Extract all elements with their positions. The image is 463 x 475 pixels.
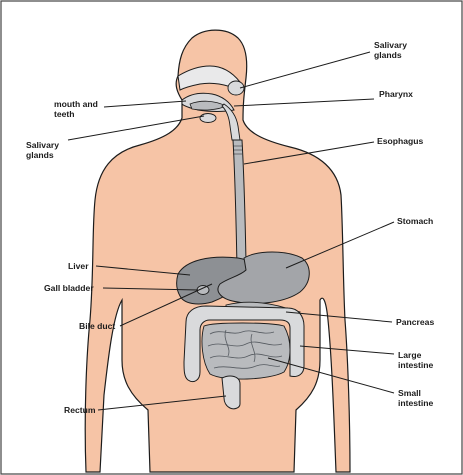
label-line: Stomach	[397, 216, 433, 226]
label-mouth-and-teeth: mouth and teeth	[54, 99, 100, 119]
label-line: intestine	[398, 360, 434, 370]
leader-stomach	[285, 221, 395, 269]
leader-mouth-teeth	[103, 100, 187, 108]
leader-small-intestine	[267, 357, 395, 394]
label-line: Small	[398, 388, 421, 398]
salivary-gland-lower	[199, 113, 217, 123]
leader-pancreas	[285, 311, 393, 323]
label-line: Pharynx	[379, 89, 413, 99]
label-line: mouth and	[54, 99, 98, 109]
label-line: Salivary	[26, 140, 59, 150]
leader-lines	[67, 51, 395, 411]
salivary-gland-upper	[227, 80, 245, 96]
leader-large-intestine	[299, 345, 395, 355]
leader-rectum	[97, 395, 227, 411]
small-intestine-coils	[207, 329, 283, 369]
label-line: Liver	[68, 261, 89, 271]
pharynx-shape	[221, 103, 241, 141]
label-esophagus: Esophagus	[377, 136, 424, 146]
label-rectum: Rectum	[64, 405, 96, 415]
leader-esophagus	[243, 141, 375, 165]
label-pharynx: Pharynx	[379, 89, 413, 99]
label-line: Esophagus	[377, 136, 424, 146]
leader-liver	[95, 265, 191, 276]
label-line: intestine	[398, 398, 434, 408]
label-line: Gall bladder	[44, 283, 94, 293]
label-line: glands	[26, 150, 54, 160]
label-large-intestine: Large intestine	[398, 350, 434, 370]
label-stomach: Stomach	[397, 216, 433, 226]
leader-salivary-top	[239, 51, 371, 89]
label-line: teeth	[54, 109, 75, 119]
leader-gall-bladder	[102, 287, 199, 291]
label-line: Large	[398, 350, 422, 360]
stomach-shape	[217, 251, 310, 305]
label-pancreas: Pancreas	[396, 317, 434, 327]
label-line: glands	[374, 50, 402, 60]
leader-salivary-left	[67, 115, 205, 141]
rectum-shape	[221, 375, 241, 410]
trachea-rings	[233, 145, 242, 155]
label-line: Rectum	[64, 405, 96, 415]
label-line: Pancreas	[396, 317, 434, 327]
label-salivary-glands-left: Salivary glands	[26, 140, 61, 160]
leader-pharynx	[233, 98, 375, 107]
label-gall-bladder: Gall bladder	[44, 283, 94, 293]
label-salivary-glands-top: Salivary glands	[374, 40, 409, 60]
leader-bile-duct	[119, 283, 213, 327]
label-bile-duct: Bile duct	[79, 321, 115, 331]
label-liver: Liver	[68, 261, 89, 271]
large-intestine-shape	[183, 305, 305, 383]
label-line: Salivary	[374, 40, 407, 50]
label-line: Bile duct	[79, 321, 115, 331]
label-small-intestine: Small intestine	[398, 388, 434, 408]
